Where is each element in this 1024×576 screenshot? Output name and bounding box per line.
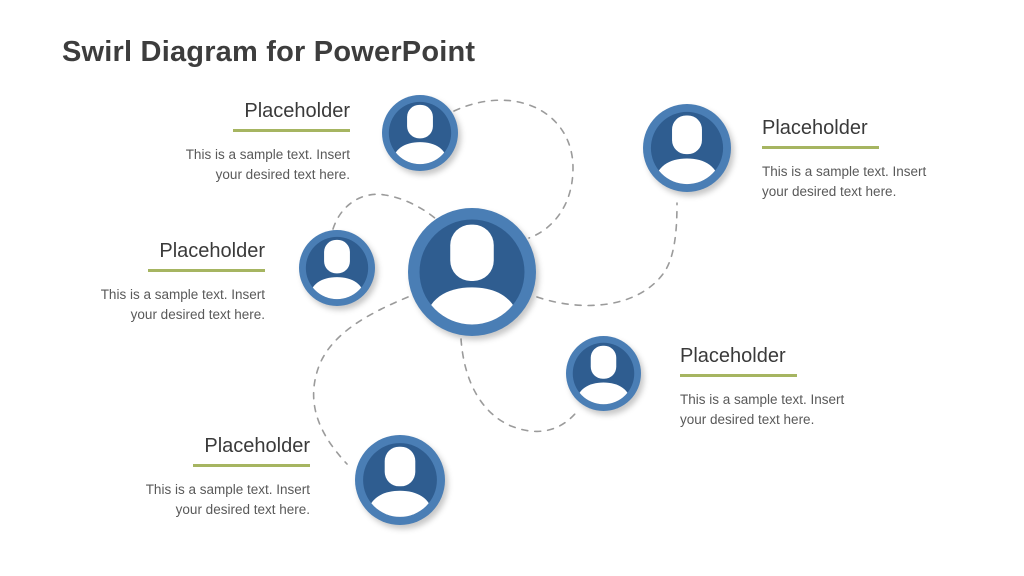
person-avatar-icon xyxy=(643,104,731,192)
person-avatar-icon xyxy=(355,435,445,525)
placeholder-block-bottom: Placeholder This is a sample text. Inser… xyxy=(90,434,310,519)
person-avatar-icon xyxy=(382,95,458,171)
placeholder-body-line1: This is a sample text. Insert xyxy=(680,392,845,407)
avatar-node-top xyxy=(382,95,458,171)
placeholder-block-left: Placeholder This is a sample text. Inser… xyxy=(45,239,265,324)
connector-center-to-rightlower xyxy=(460,338,580,433)
avatar-node-bottom xyxy=(355,435,445,525)
connector-center-to-topright xyxy=(536,202,678,307)
placeholder-block-top-left: Placeholder This is a sample text. Inser… xyxy=(130,99,350,184)
placeholder-body: This is a sample text. Insert your desir… xyxy=(762,162,982,201)
placeholder-body-line1: This is a sample text. Insert xyxy=(762,164,927,179)
person-avatar-icon xyxy=(299,230,375,306)
heading-underline xyxy=(193,464,310,467)
placeholder-body-line2: your desired text here. xyxy=(215,166,350,182)
placeholder-heading: Placeholder xyxy=(244,100,350,122)
placeholder-body-line1: This is a sample text. Insert xyxy=(185,147,350,162)
placeholder-body-line2: your desired text here. xyxy=(762,183,897,199)
heading-underline xyxy=(680,374,797,377)
placeholder-heading: Placeholder xyxy=(204,435,310,457)
heading-underline xyxy=(233,129,350,132)
placeholder-body-line2: your desired text here. xyxy=(130,306,265,322)
person-avatar-icon xyxy=(408,208,536,336)
placeholder-heading: Placeholder xyxy=(762,117,868,139)
placeholder-body: This is a sample text. Insert your desir… xyxy=(130,145,350,184)
avatar-node-center xyxy=(408,208,536,336)
avatar-node-left xyxy=(299,230,375,306)
placeholder-body-line2: your desired text here. xyxy=(680,411,815,427)
placeholder-body: This is a sample text. Insert your desir… xyxy=(680,390,900,429)
placeholder-block-right-lower: Placeholder This is a sample text. Inser… xyxy=(680,344,900,429)
placeholder-heading: Placeholder xyxy=(680,345,786,367)
page-title: Swirl Diagram for PowerPoint xyxy=(62,36,476,68)
placeholder-body: This is a sample text. Insert your desir… xyxy=(90,480,310,519)
avatar-node-right-lower xyxy=(566,336,641,411)
placeholder-body-line1: This is a sample text. Insert xyxy=(100,287,265,302)
placeholder-body-line1: This is a sample text. Insert xyxy=(145,482,310,497)
avatar-node-top-right xyxy=(643,104,731,192)
placeholder-body: This is a sample text. Insert your desir… xyxy=(45,285,265,324)
placeholder-block-top-right: Placeholder This is a sample text. Inser… xyxy=(762,116,982,201)
heading-underline xyxy=(148,269,265,272)
heading-underline xyxy=(762,146,879,149)
placeholder-heading: Placeholder xyxy=(159,240,265,262)
placeholder-body-line2: your desired text here. xyxy=(175,501,310,517)
person-avatar-icon xyxy=(566,336,641,411)
